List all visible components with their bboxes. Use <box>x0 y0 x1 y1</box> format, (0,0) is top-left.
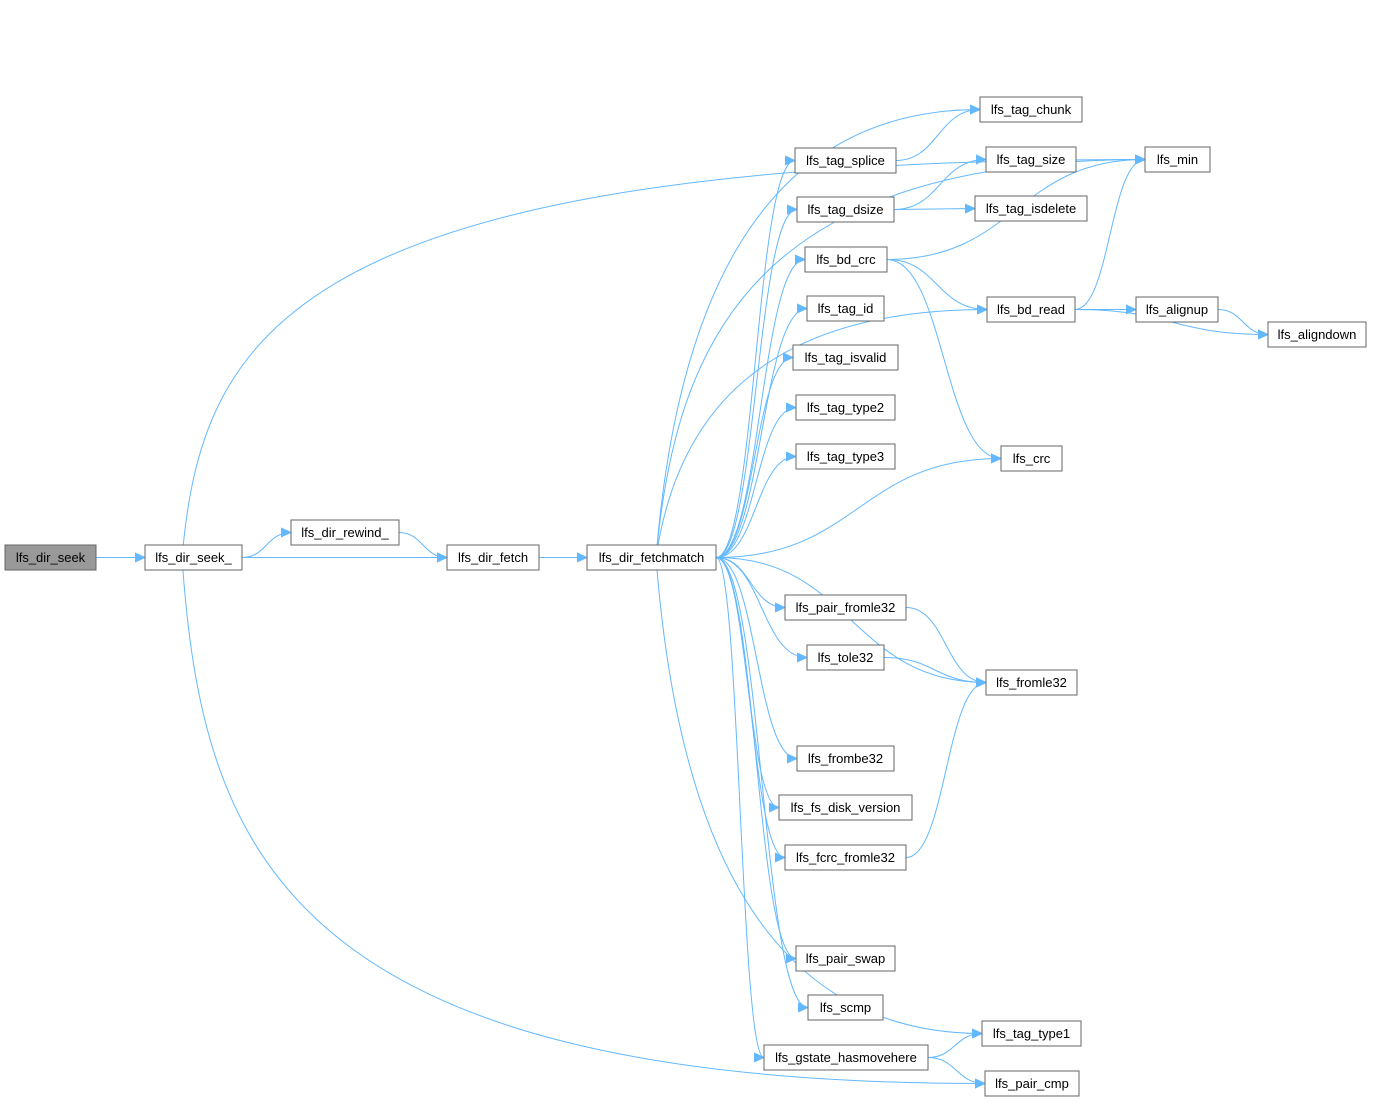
node-label: lfs_dir_seek_ <box>155 550 232 565</box>
edge-lfs_fcrc_fromle32-to-lfs_fromle32 <box>905 683 986 858</box>
edge-lfs_dir_fetchmatch-to-lfs_tag_type3 <box>715 457 796 558</box>
node-label: lfs_tag_type1 <box>993 1026 1070 1041</box>
edge-lfs_dir_fetchmatch-to-lfs_tag_isvalid <box>715 358 794 558</box>
edge-lfs_dir_fetchmatch-to-lfs_tole32 <box>715 557 807 658</box>
node-lfs-fromle32[interactable]: lfs_fromle32 <box>985 669 1078 696</box>
node-label: lfs_pair_fromle32 <box>796 600 896 615</box>
node-lfs-aligndown[interactable]: lfs_aligndown <box>1267 321 1367 348</box>
node-label: lfs_crc <box>1013 451 1051 466</box>
node-label: lfs_tole32 <box>818 650 874 665</box>
node-lfs-dir-fetchmatch[interactable]: lfs_dir_fetchmatch <box>586 544 717 571</box>
node-lfs-tole32[interactable]: lfs_tole32 <box>806 644 885 671</box>
node-lfs-tag-splice[interactable]: lfs_tag_splice <box>794 147 897 174</box>
node-lfs-scmp[interactable]: lfs_scmp <box>807 994 884 1021</box>
node-lfs-bd-read[interactable]: lfs_bd_read <box>986 296 1076 323</box>
edge-lfs_alignup-to-lfs_aligndown <box>1217 309 1268 335</box>
node-label: lfs_tag_splice <box>806 153 885 168</box>
node-lfs-fs-disk-version[interactable]: lfs_fs_disk_version <box>778 794 913 821</box>
node-label: lfs_tag_type2 <box>807 400 884 415</box>
node-label: lfs_bd_read <box>997 302 1065 317</box>
edge-lfs_bd_crc-to-lfs_bd_read <box>886 259 987 310</box>
edge-lfs_dir_fetchmatch-to-lfs_tag_id <box>715 309 807 558</box>
edge-lfs_dir_fetchmatch-to-lfs_tag_type2 <box>715 408 796 558</box>
edge-lfs_tag_dsize-to-lfs_tag_size <box>893 160 986 210</box>
node-label: lfs_scmp <box>820 1000 871 1015</box>
edge-lfs_dir_fetchmatch-to-lfs_gstate_hasmovehere <box>715 557 765 1058</box>
edge-lfs_dir_fetchmatch-to-lfs_tag_dsize <box>715 210 798 558</box>
node-label: lfs_min <box>1157 152 1198 167</box>
edge-lfs_bd_read-to-lfs_min <box>1074 160 1146 310</box>
edge-lfs_dir_fetchmatch-to-lfs_tag_chunk <box>655 110 980 558</box>
node-label: lfs_dir_fetch <box>458 550 528 565</box>
edge-lfs_tag_dsize-to-lfs_tag_isdelete <box>893 209 975 210</box>
node-lfs-tag-dsize[interactable]: lfs_tag_dsize <box>796 196 895 223</box>
edge-lfs_tag_splice-to-lfs_tag_chunk <box>895 110 980 161</box>
node-lfs-tag-type1[interactable]: lfs_tag_type1 <box>981 1020 1082 1047</box>
node-lfs-gstate-hasmovehere[interactable]: lfs_gstate_hasmovehere <box>763 1044 929 1071</box>
node-label: lfs_dir_seek <box>16 550 86 565</box>
node-lfs-tag-type2[interactable]: lfs_tag_type2 <box>795 394 896 421</box>
node-lfs-alignup[interactable]: lfs_alignup <box>1135 296 1219 323</box>
node-layer: lfs_dir_seek lfs_dir_seek_ lfs_dir_rewin… <box>4 96 1367 1097</box>
node-label: lfs_tag_chunk <box>991 102 1072 117</box>
node-label: lfs_dir_rewind_ <box>301 525 389 540</box>
edge-lfs_dir_fetchmatch-to-lfs_crc <box>715 459 1001 558</box>
node-label: lfs_fcrc_fromle32 <box>796 850 895 865</box>
node-label: lfs_tag_dsize <box>808 202 884 217</box>
node-lfs-pair-swap[interactable]: lfs_pair_swap <box>795 945 896 972</box>
node-lfs-pair-cmp[interactable]: lfs_pair_cmp <box>984 1070 1080 1097</box>
node-label: lfs_bd_crc <box>816 252 876 267</box>
edge-lfs_dir_fetchmatch-to-lfs_scmp <box>715 557 809 1008</box>
node-label: lfs_tag_isdelete <box>986 201 1076 216</box>
edge-lfs_gstate_hasmovehere-to-lfs_tag_type1 <box>927 1034 982 1058</box>
node-lfs-frombe32[interactable]: lfs_frombe32 <box>796 745 895 772</box>
node-lfs-tag-id[interactable]: lfs_tag_id <box>806 295 885 322</box>
edge-lfs_dir_fetchmatch-to-lfs_bd_crc <box>715 260 805 558</box>
edge-lfs_gstate_hasmovehere-to-lfs_pair_cmp <box>927 1057 985 1084</box>
node-lfs-fcrc-fromle32[interactable]: lfs_fcrc_fromle32 <box>784 844 907 871</box>
edge-layer <box>96 110 1268 1084</box>
node-lfs-crc[interactable]: lfs_crc <box>1000 445 1063 472</box>
edge-lfs_dir_fetchmatch-to-lfs_tag_type1 <box>655 557 982 1034</box>
node-label: lfs_pair_cmp <box>995 1076 1069 1091</box>
edge-lfs_bd_crc-to-lfs_crc <box>886 259 1001 459</box>
node-label: lfs_frombe32 <box>808 751 883 766</box>
node-lfs-bd-crc[interactable]: lfs_bd_crc <box>804 246 888 273</box>
edge-lfs_tole32-to-lfs_fromle32 <box>883 657 986 683</box>
edge-lfs_dir_fetchmatch-to-lfs_tag_splice <box>715 161 796 558</box>
node-label: lfs_aligndown <box>1278 327 1357 342</box>
node-label: lfs_alignup <box>1146 302 1208 317</box>
node-lfs-dir-seek-[interactable]: lfs_dir_seek_ <box>144 544 243 571</box>
edge-lfs_dir_seek_-to-lfs_pair_cmp <box>181 557 985 1084</box>
node-lfs-tag-type3[interactable]: lfs_tag_type3 <box>795 443 896 470</box>
node-label: lfs_tag_size <box>997 152 1066 167</box>
node-lfs-tag-isdelete[interactable]: lfs_tag_isdelete <box>974 195 1088 222</box>
node-lfs-dir-seek[interactable]: lfs_dir_seek <box>4 544 97 571</box>
node-lfs-tag-isvalid[interactable]: lfs_tag_isvalid <box>792 344 899 371</box>
node-lfs-dir-fetch[interactable]: lfs_dir_fetch <box>446 544 540 571</box>
node-label: lfs_tag_isvalid <box>805 350 887 365</box>
edge-lfs_pair_fromle32-to-lfs_fromle32 <box>905 607 986 683</box>
edge-lfs_dir_fetchmatch-to-lfs_pair_fromle32 <box>715 557 785 608</box>
node-label: lfs_gstate_hasmovehere <box>775 1050 917 1065</box>
node-label: lfs_dir_fetchmatch <box>599 550 705 565</box>
node-lfs-min[interactable]: lfs_min <box>1144 146 1211 173</box>
edge-lfs_dir_seek_-to-lfs_dir_rewind_ <box>241 533 291 558</box>
node-label: lfs_fs_disk_version <box>791 800 901 815</box>
node-label: lfs_tag_id <box>818 301 874 316</box>
edge-lfs_dir_fetchmatch-to-lfs_frombe32 <box>715 557 797 759</box>
node-label: lfs_tag_type3 <box>807 449 884 464</box>
node-lfs-tag-size[interactable]: lfs_tag_size <box>985 146 1077 173</box>
edge-lfs_dir_fetchmatch-to-lfs_pair_swap <box>715 557 797 959</box>
edge-lfs_dir_rewind_-to-lfs_dir_fetch <box>398 532 447 558</box>
node-lfs-pair-fromle32[interactable]: lfs_pair_fromle32 <box>784 594 907 621</box>
node-label: lfs_fromle32 <box>996 675 1067 690</box>
node-lfs-dir-rewind-[interactable]: lfs_dir_rewind_ <box>290 519 400 546</box>
node-label: lfs_pair_swap <box>806 951 886 966</box>
edge-lfs_dir_fetchmatch-to-lfs_bd_read <box>655 310 987 558</box>
node-lfs-tag-chunk[interactable]: lfs_tag_chunk <box>979 96 1083 123</box>
